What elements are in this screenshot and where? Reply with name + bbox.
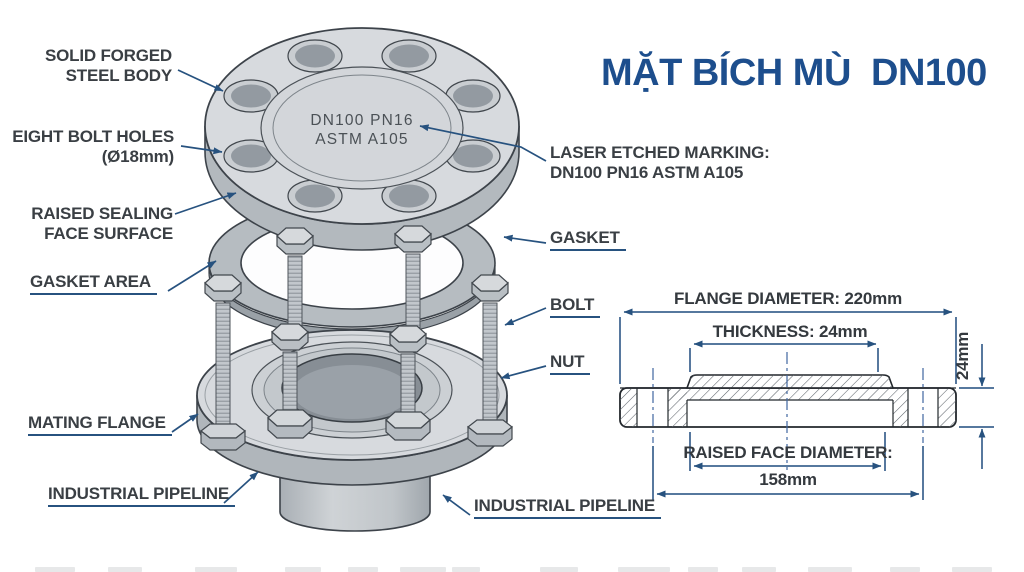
leader-bolt-holes [180,145,223,155]
bottom-cropped-text [0,565,1024,572]
nut-left [267,409,313,439]
section-hatching [620,375,956,427]
thickness-label: THICKNESS: 24mm [713,322,868,341]
callout-industrial-pipeline-right: INDUSTRIAL PIPELINE [474,496,662,520]
blind-flange: DN100 PN16 ASTM A105 [204,27,520,251]
section-dimensions [619,308,994,500]
callout-mating-flange: MATING FLANGE [28,413,172,437]
nut-right [385,411,431,441]
section-view: FLANGE DIAMETER: 220mm THICKNESS: 24mm 2… [619,289,994,500]
leader-gasket [503,234,547,244]
leader-arrows [167,69,547,516]
section-centerlines [652,352,924,470]
leader-pipeline-right [442,494,471,516]
callout-laser-etched-marking: LASER ETCHED MARKING: DN100 PN16 ASTM A1… [550,143,770,183]
bolt-middle-right [467,274,513,447]
callout-industrial-pipeline-left: INDUSTRIAL PIPELINE [48,484,236,508]
leader-solid-forged [177,69,224,92]
callout-solid-forged-steel-body: SOLID FORGED STEEL BODY [45,46,172,86]
callout-gasket-area: GASKET AREA [30,272,157,296]
section-internal-lines [620,387,956,427]
callout-raised-sealing-face: RAISED SEALING FACE SURFACE [31,204,173,244]
page-title: MẶT BÍCH MÙ DN100 [601,52,987,94]
bolt-upper-right [394,225,432,347]
leader-gasket-area [167,260,217,292]
leader-pipeline-left [223,471,259,504]
leader-raised-sealing [174,192,237,215]
side-thickness-label: 24mm [953,332,972,380]
leader-bolt [504,307,547,326]
bolt-middle-left [200,274,246,451]
section-dimension-labels: FLANGE DIAMETER: 220mm THICKNESS: 24mm 2… [674,289,972,489]
face-marking-line1: DN100 PN16 [310,112,413,129]
bolt-lower-left [267,323,313,439]
flange-diameter-label: FLANGE DIAMETER: 220mm [674,289,902,308]
bolt-lower-right [385,325,431,441]
leader-mating-flange [171,413,199,433]
raised-face [260,66,464,190]
leader-laser-etched [419,124,547,162]
face-marking-line2: ASTM A105 [315,131,409,148]
raised-face-diameter-value: 158mm [759,470,817,489]
callout-eight-bolt-holes: EIGHT BOLT HOLES (Ø18mm) [12,127,174,167]
callout-nut: NUT [550,352,591,376]
callout-gasket: GASKET [550,228,626,252]
bolt-holes [223,39,501,213]
leader-nut [500,365,547,380]
callout-bolt: BOLT [550,295,601,319]
exploded-assembly: DN100 PN16 ASTM A105 [196,27,520,532]
mating-flange [196,329,508,486]
raised-face-diameter-label: RAISED FACE DIAMETER: [683,443,892,462]
